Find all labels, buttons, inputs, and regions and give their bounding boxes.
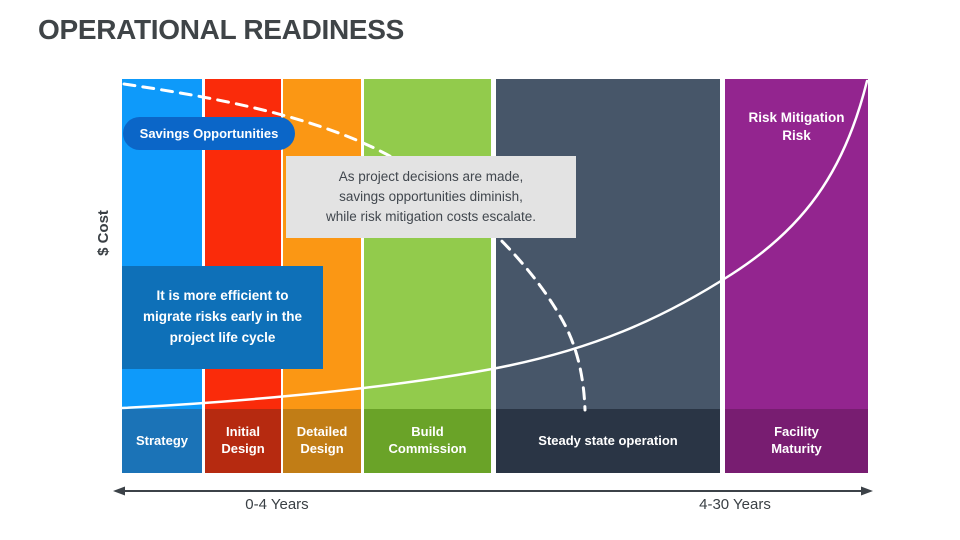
- phase-label-steady-state: Steady state operation: [496, 409, 720, 473]
- arrowhead-left-icon: [113, 486, 125, 496]
- phase-label-strategy: Strategy: [122, 409, 202, 473]
- phase-label-build-commission: Build Commission: [364, 409, 491, 473]
- phase-label-initial-design: Initial Design: [205, 409, 281, 473]
- timeline-label-late: 4-30 Years: [699, 496, 771, 513]
- phase-column-steady-state: Steady state operation: [496, 79, 720, 473]
- risk-mitigation-label: Risk Mitigation Risk: [748, 110, 845, 144]
- phase-column-build-commission: Build Commission: [364, 79, 491, 473]
- migrate-risks-note: It is more efficient to migrate risks ea…: [122, 266, 323, 369]
- page-title: OPERATIONAL READINESS: [38, 14, 405, 45]
- timeline-label-early: 0-4 Years: [245, 496, 309, 513]
- savings-opportunities-pill: Savings Opportunities: [123, 117, 295, 150]
- y-axis-label: $ Cost: [95, 210, 112, 256]
- arrowhead-right-icon: [861, 486, 873, 496]
- phase-label-detailed-design: Detailed Design: [283, 409, 361, 473]
- project-decisions-note: As project decisions are made, savings o…: [286, 156, 576, 238]
- timeline-arrow: [113, 486, 873, 496]
- phase-label-facility-maturity: Facility Maturity: [725, 409, 868, 473]
- phase-diagram: Strategy Initial Design Detailed Design …: [122, 79, 868, 473]
